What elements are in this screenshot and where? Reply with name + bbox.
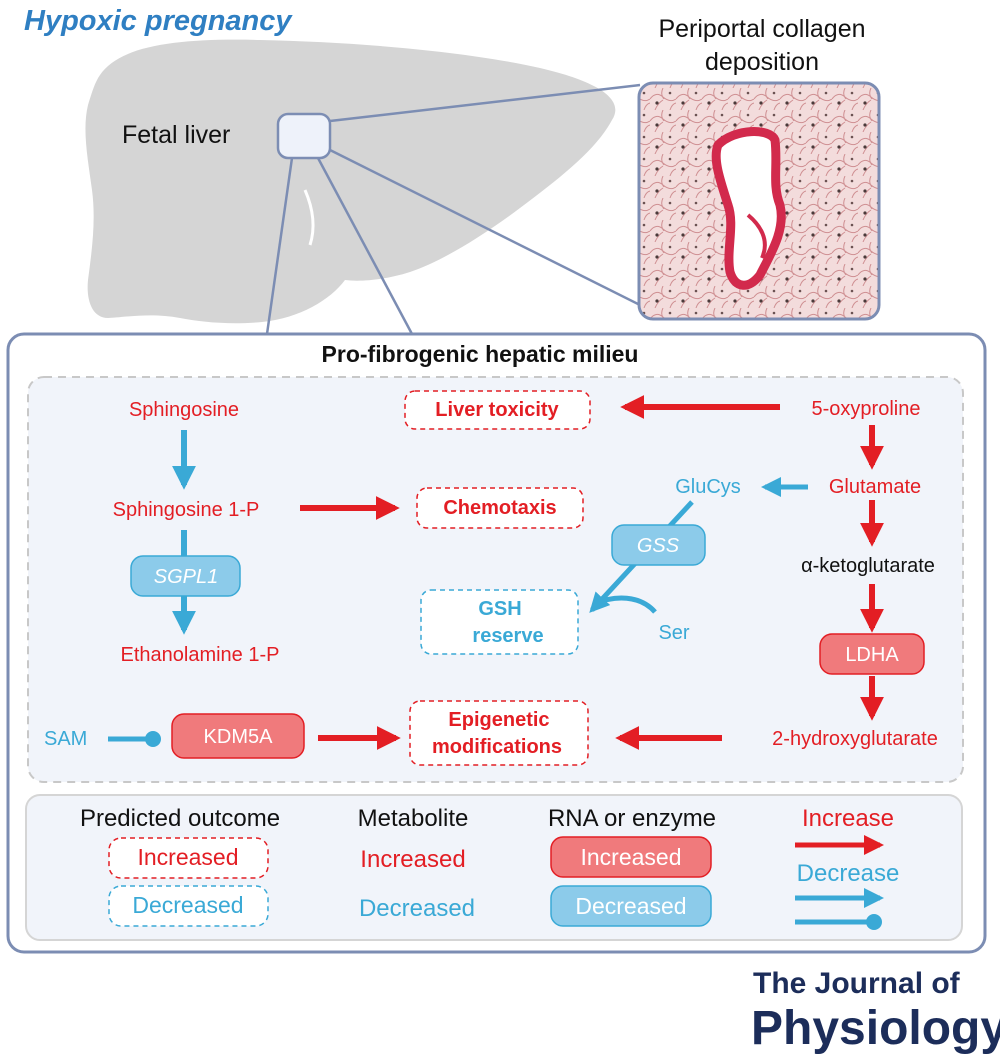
epigenetic-label-line2: modifications [432, 736, 562, 758]
ethanolamine-1p-metabolite: Ethanolamine 1-P [121, 644, 280, 666]
sgpl1-label: SGPL1 [154, 566, 218, 588]
zoom-connector-lines [265, 83, 641, 335]
oxyproline-metabolite: 5-oxyproline [812, 398, 921, 420]
legend-enzyme-increased-box [550, 836, 712, 878]
legend-decrease: Decrease [797, 860, 900, 887]
legend-rna-or-enzyme: RNA or enzyme [548, 805, 716, 832]
liver-fissure [303, 189, 315, 246]
sphingosine-metabolite: Sphingosine [129, 399, 239, 421]
legend-increase: Increase [802, 805, 894, 832]
legend-enzyme-decreased-box [550, 885, 712, 927]
hydroxyglutarate-metabolite: 2-hydroxyglutarate [772, 728, 938, 750]
journal-logo-line2: Physiology [751, 1002, 1000, 1055]
glucys-metabolite: GluCys [675, 476, 741, 498]
legend-enzyme-increased-label: Increased [580, 844, 681, 870]
legend-inhibition-cap [866, 914, 882, 930]
glutamate-metabolite: Glutamate [829, 476, 921, 498]
kdm5a-label: KDM5A [204, 726, 274, 748]
chemotaxis-outcome [416, 487, 584, 529]
ldha-label: LDHA [845, 644, 899, 666]
fetal-liver-label: Fetal liver [122, 121, 230, 149]
histology-label-line1: Periportal collagen [658, 15, 865, 43]
liver-toxicity-outcome [404, 390, 591, 430]
legend-outcome-decreased-box [108, 885, 269, 927]
journal-logo-line1: The Journal of [753, 967, 961, 1000]
histology-label-line2: deposition [705, 48, 819, 76]
gsh-reserve-outcome [420, 589, 579, 655]
gss-label: GSS [637, 535, 680, 557]
akg-metabolite: α-ketoglutarate [801, 555, 935, 577]
legend-metabolite: Metabolite [358, 805, 469, 832]
figure-title: Hypoxic pregnancy [24, 5, 293, 37]
sphingosine-1p-metabolite: Sphingosine 1-P [113, 499, 260, 521]
arrow-ser-to-gsh [593, 595, 657, 614]
chemotaxis-label: Chemotaxis [443, 497, 556, 519]
sam-metabolite: SAM [44, 728, 87, 750]
liver-region-box [276, 112, 332, 160]
legend-predicted-outcome: Predicted outcome [80, 805, 280, 832]
ldha-enzyme [819, 633, 925, 675]
liver-toxicity-label: Liver toxicity [435, 399, 559, 421]
gsh-label-line1: GSH [478, 598, 521, 620]
inhibition-cap [145, 731, 161, 747]
legend-metabolite-decreased: Decreased [359, 895, 475, 922]
kdm5a-enzyme [171, 713, 305, 759]
legend-enzyme-decreased-label: Decreased [575, 893, 686, 919]
epigenetic-outcome [409, 700, 589, 766]
legend-metabolite-increased: Increased [360, 846, 465, 873]
gsh-label-line2: reserve [472, 625, 543, 647]
milieu-title: Pro-fibrogenic hepatic milieu [322, 341, 639, 367]
liver-illustration [85, 39, 616, 324]
gss-enzyme [611, 524, 706, 566]
legend-outcome-increased-box [108, 837, 269, 879]
sgpl1-enzyme [130, 555, 241, 597]
legend-outcome-increased-label: Increased [137, 844, 238, 870]
epigenetic-label-line1: Epigenetic [448, 709, 549, 731]
histology-image [637, 81, 881, 321]
ser-metabolite: Ser [658, 622, 689, 644]
legend-outcome-decreased-label: Decreased [132, 892, 243, 918]
pathway-panel [27, 376, 964, 783]
